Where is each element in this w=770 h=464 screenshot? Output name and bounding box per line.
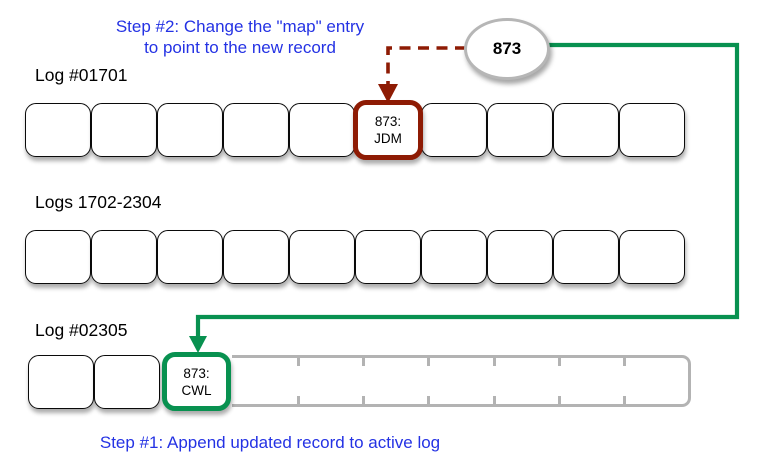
log-cell — [619, 103, 685, 157]
step2-annotation: Step #2: Change the "map" entry to point… — [62, 16, 418, 58]
log-cell — [355, 230, 421, 284]
log-02305-row: 873:CWL — [28, 352, 231, 411]
log-cell — [421, 103, 487, 157]
log-cell — [553, 230, 619, 284]
log-cell — [421, 230, 487, 284]
log-cell — [94, 355, 160, 409]
empty-slot-divider — [493, 358, 496, 366]
log-02305-label: Log #02305 — [35, 320, 128, 340]
log-cell — [223, 230, 289, 284]
record-cell-jdm: 873: JDM — [353, 100, 423, 160]
log-cell — [157, 230, 223, 284]
empty-slot-divider — [558, 396, 561, 404]
log-cell — [157, 103, 223, 157]
empty-slot-divider — [558, 358, 561, 366]
step2-line1: Step #2: Change the "map" entry — [115, 17, 365, 36]
map-entry-ellipse: 873 — [464, 18, 550, 80]
logs-1702-2304-label: Logs 1702-2304 — [35, 192, 162, 212]
logs-1702-2304-row — [25, 230, 685, 284]
record-cell-cwl: 873:CWL — [162, 352, 231, 411]
empty-log-region — [232, 355, 691, 407]
log-01701-row: 873: JDM — [25, 100, 685, 160]
record-key: 873: — [374, 114, 402, 129]
record-value: CWL — [181, 382, 212, 398]
empty-slot-divider — [297, 396, 300, 404]
record-key: 873: — [183, 365, 210, 381]
log-cell — [487, 103, 553, 157]
log-01701-label: Log #01701 — [35, 65, 128, 85]
empty-slot-divider — [427, 396, 430, 404]
log-cell — [553, 103, 619, 157]
step2-line2: to point to the new record — [144, 38, 336, 57]
step1-annotation: Step #1: Append updated record to active… — [99, 433, 441, 452]
map-entry-value: 873 — [492, 39, 522, 58]
append-arrow — [189, 42, 740, 353]
log-cell — [25, 103, 91, 157]
empty-slot-divider — [623, 396, 626, 404]
log-cell — [91, 103, 157, 157]
empty-slot-divider — [362, 358, 365, 366]
empty-slot-divider — [623, 358, 626, 366]
record-value: JDM — [374, 131, 402, 146]
log-cell — [25, 230, 91, 284]
log-cell — [619, 230, 685, 284]
log-cell — [223, 103, 289, 157]
log-cell — [91, 230, 157, 284]
empty-slot-divider — [362, 396, 365, 404]
log-cell — [289, 103, 355, 157]
log-cell — [28, 355, 94, 409]
empty-slot-divider — [297, 358, 300, 366]
append-arrowhead-icon — [189, 336, 207, 353]
log-cell — [487, 230, 553, 284]
log-cell — [289, 230, 355, 284]
empty-slot-divider — [493, 396, 496, 404]
empty-slot-divider — [427, 358, 430, 366]
